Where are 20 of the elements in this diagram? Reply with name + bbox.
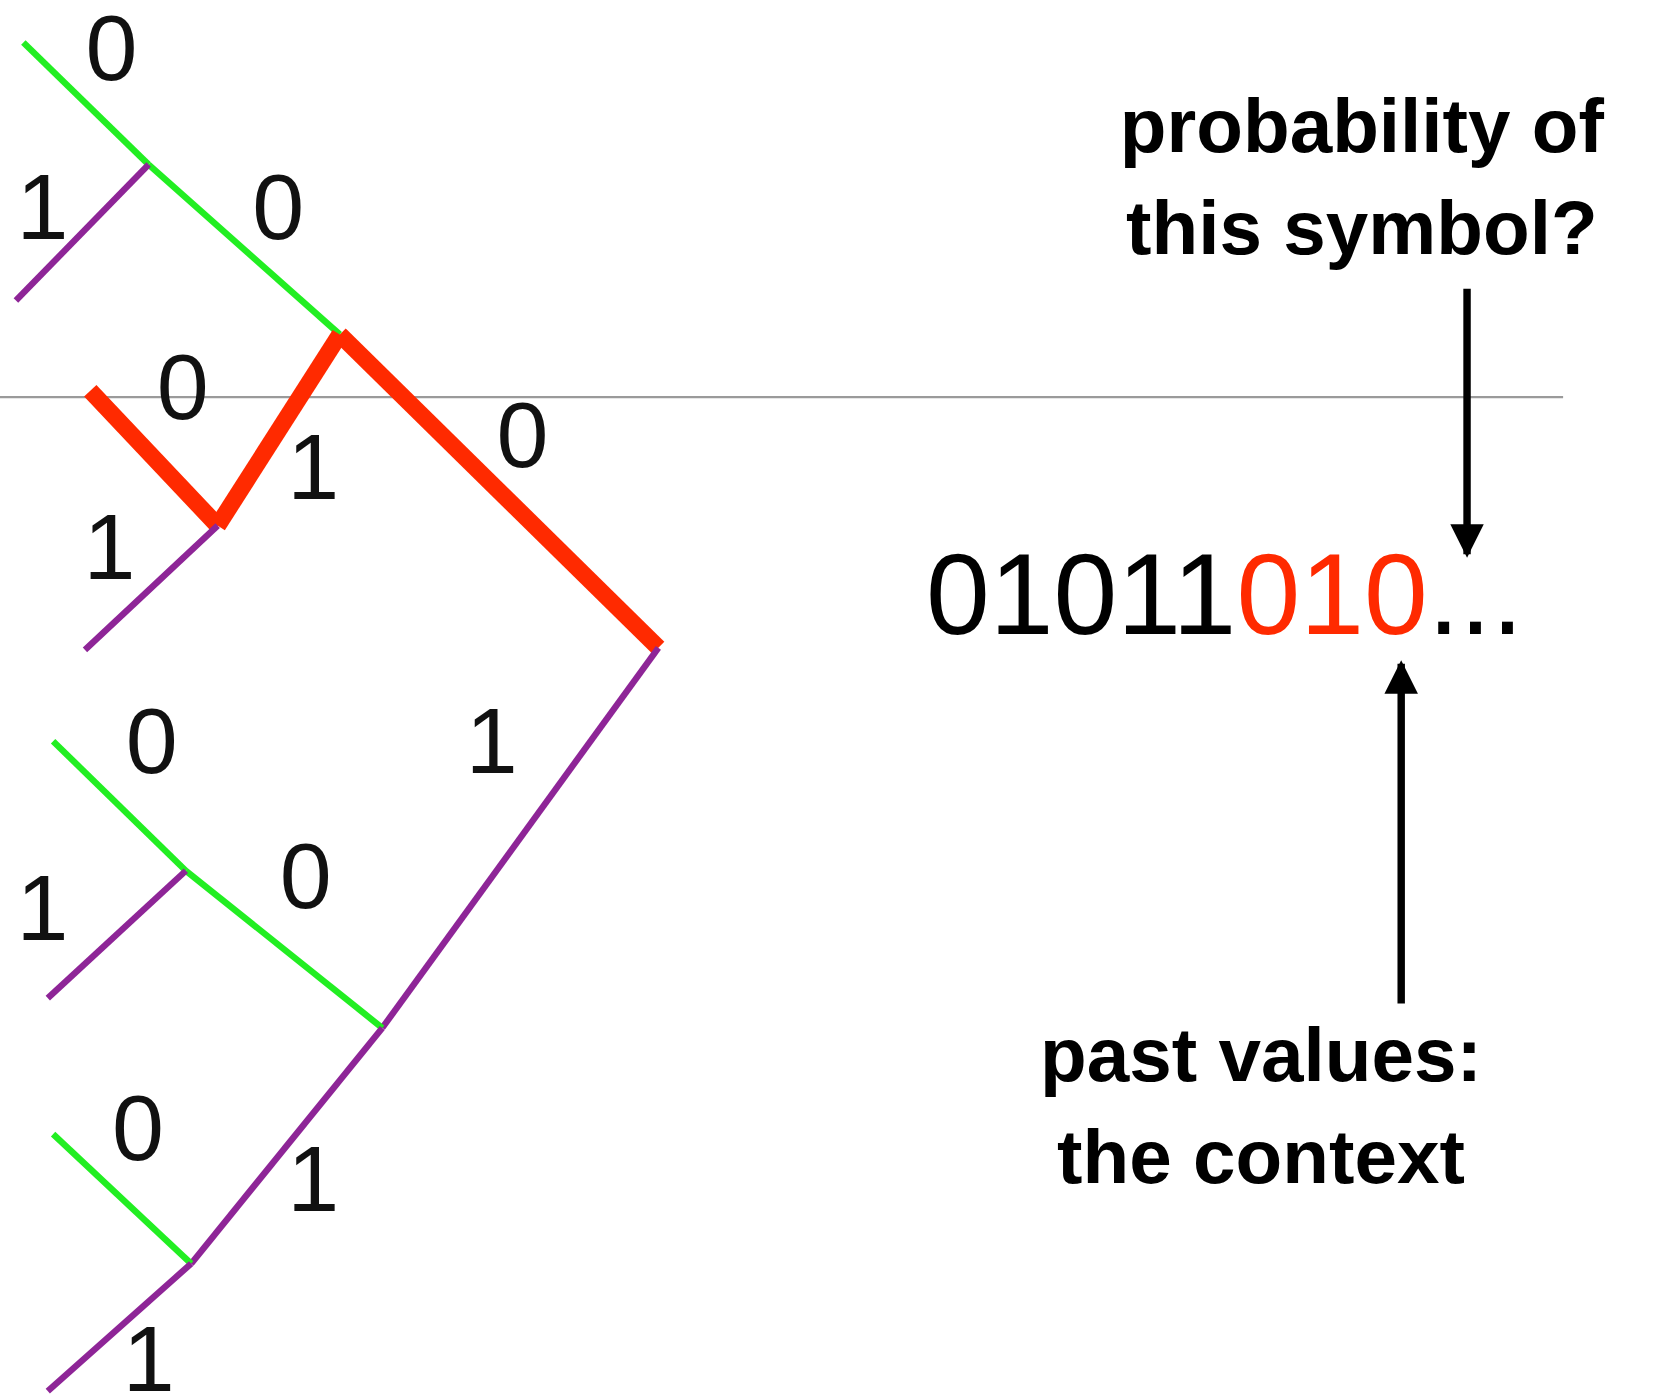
branch-digit: 0 [495, 388, 550, 483]
context-note-text: past values: the context [987, 1003, 1535, 1208]
branch-digit: 1 [15, 160, 70, 254]
branch-digit: 1 [82, 500, 137, 594]
branch-digit: 0 [124, 694, 179, 788]
question-text: probability of this symbol? [1072, 74, 1652, 279]
branch-digit: 0 [278, 829, 333, 923]
context-sequence-text: 010 [1236, 530, 1428, 659]
sequence-text: 01011 [926, 530, 1237, 659]
branch-digit: 0 [111, 1081, 166, 1175]
arrow [1450, 288, 1484, 558]
branch-digit: 1 [286, 1132, 341, 1226]
branch-digit: 1 [464, 694, 519, 788]
next-symbol-text: ... [1427, 530, 1524, 659]
branch-digit: 1 [286, 420, 341, 514]
branch-digit: 0 [84, 1, 139, 95]
branch-digit: 0 [155, 340, 210, 435]
branch-digit: 1 [121, 1312, 176, 1397]
branch-digit: 0 [251, 160, 306, 254]
branch-digit: 1 [15, 861, 70, 955]
